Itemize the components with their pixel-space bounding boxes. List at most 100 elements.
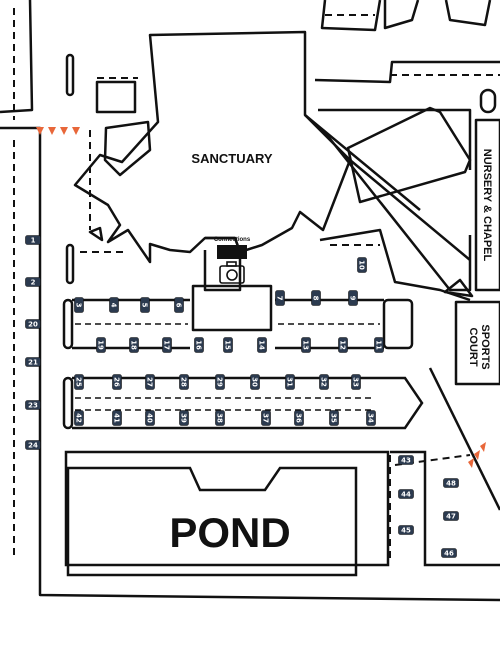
vehicle-marker-47: 47 bbox=[443, 511, 459, 521]
vehicle-marker-43: 43 bbox=[398, 455, 414, 465]
connections-label: Connections bbox=[214, 237, 251, 243]
vehicle-number: 8 bbox=[312, 296, 320, 301]
vehicle-marker-13: 13 bbox=[301, 337, 311, 353]
vehicle-body bbox=[311, 290, 321, 306]
vehicle-marker-38: 38 bbox=[215, 410, 225, 426]
vehicle-number: 34 bbox=[367, 413, 375, 423]
island-row-a-right bbox=[382, 298, 414, 350]
sports-label-line1: SPORTS bbox=[479, 324, 491, 369]
vehicle-body bbox=[223, 337, 233, 353]
vehicle-body bbox=[338, 337, 348, 353]
nursery-inner bbox=[346, 106, 472, 204]
vehicle-body bbox=[25, 357, 41, 367]
building-top-3 bbox=[444, 0, 492, 27]
vehicle-body bbox=[112, 374, 122, 390]
vehicle-number: 45 bbox=[401, 527, 411, 535]
vehicle-body bbox=[348, 290, 358, 306]
sports-court-building bbox=[454, 300, 500, 386]
vehicle-marker-11: 11 bbox=[374, 337, 384, 353]
building-top-2 bbox=[383, 0, 420, 30]
vehicle-body bbox=[285, 374, 295, 390]
vehicle-number: 15 bbox=[224, 340, 232, 350]
vehicle-marker-28: 28 bbox=[179, 374, 189, 390]
vehicle-marker-16: 16 bbox=[194, 337, 204, 353]
pond-enclosure bbox=[64, 450, 390, 567]
vehicle-body bbox=[109, 297, 119, 313]
nursery-chapel-label: NURSERY & CHAPEL bbox=[481, 149, 493, 262]
vehicle-number: 17 bbox=[163, 340, 171, 350]
vehicle-body bbox=[319, 374, 329, 390]
island-row-a-left bbox=[62, 298, 74, 350]
camera-icon bbox=[219, 261, 245, 284]
vehicle-marker-33: 33 bbox=[351, 374, 361, 390]
island-1 bbox=[65, 53, 75, 97]
vehicle-number: 30 bbox=[251, 377, 259, 387]
vehicle-marker-2: 2 bbox=[25, 277, 41, 287]
traffic-cone-icon-group-left bbox=[36, 127, 80, 135]
vehicle-body bbox=[174, 297, 184, 313]
pond-outline bbox=[66, 466, 358, 577]
vehicle-number: 24 bbox=[28, 442, 38, 450]
vehicle-marker-19: 19 bbox=[96, 337, 106, 353]
vehicle-marker-35: 35 bbox=[329, 410, 339, 426]
vehicle-body bbox=[443, 511, 459, 521]
vehicle-body bbox=[74, 297, 84, 313]
sanctuary-label: SANCTUARY bbox=[191, 151, 272, 166]
row-b-divider bbox=[75, 397, 375, 411]
vehicle-marker-37: 37 bbox=[261, 410, 271, 426]
vehicle-body bbox=[250, 374, 260, 390]
connections-plaza bbox=[191, 284, 273, 332]
vehicle-body bbox=[25, 235, 41, 245]
vehicle-body bbox=[398, 525, 414, 535]
vehicle-marker-42: 42 bbox=[74, 410, 84, 426]
vehicle-body bbox=[162, 337, 172, 353]
nursery-building bbox=[474, 118, 500, 292]
vehicle-marker-26: 26 bbox=[112, 374, 122, 390]
vehicle-body bbox=[301, 337, 311, 353]
right-lot-outline bbox=[390, 450, 500, 567]
nursery-wing-top bbox=[314, 60, 500, 84]
vehicle-body bbox=[215, 374, 225, 390]
vehicle-marker-4: 4 bbox=[109, 297, 119, 313]
vehicle-body bbox=[179, 374, 189, 390]
vehicle-number: 19 bbox=[97, 340, 105, 350]
vehicle-number: 3 bbox=[75, 303, 83, 308]
vehicle-number: 41 bbox=[113, 413, 121, 423]
nursery-diag bbox=[322, 129, 472, 292]
vehicle-number: 42 bbox=[75, 413, 83, 423]
vehicle-marker-29: 29 bbox=[215, 374, 225, 390]
building-small-1 bbox=[95, 80, 137, 114]
nursery-wing-2 bbox=[318, 108, 472, 170]
vehicle-body bbox=[179, 410, 189, 426]
vehicle-marker-8: 8 bbox=[311, 290, 321, 306]
road-edge-top-left bbox=[0, 0, 34, 114]
vehicle-marker-5: 5 bbox=[140, 297, 150, 313]
vehicle-marker-31: 31 bbox=[285, 374, 295, 390]
vehicle-body bbox=[329, 410, 339, 426]
vehicle-marker-45: 45 bbox=[398, 525, 414, 535]
vehicle-number: 48 bbox=[446, 480, 456, 488]
vehicle-number: 6 bbox=[175, 303, 183, 308]
vehicle-number: 5 bbox=[141, 303, 149, 308]
vehicle-marker-20: 20 bbox=[25, 319, 41, 329]
vehicle-marker-44: 44 bbox=[398, 489, 414, 499]
vehicle-marker-46: 46 bbox=[441, 548, 457, 558]
vehicle-body bbox=[129, 337, 139, 353]
vehicle-body bbox=[366, 410, 376, 426]
vehicle-marker-9: 9 bbox=[348, 290, 358, 306]
vehicle-number: 7 bbox=[276, 296, 284, 301]
vehicle-number: 23 bbox=[28, 402, 38, 410]
vehicle-number: 26 bbox=[113, 377, 121, 387]
vehicle-marker-15: 15 bbox=[223, 337, 233, 353]
vehicle-body bbox=[398, 455, 414, 465]
sanctuary-building bbox=[73, 30, 352, 264]
vehicle-number: 4 bbox=[110, 303, 118, 308]
vehicle-number: 25 bbox=[75, 377, 83, 387]
connections-building bbox=[203, 236, 242, 292]
vehicle-body bbox=[443, 478, 459, 488]
vehicle-body bbox=[74, 374, 84, 390]
vehicle-marker-7: 7 bbox=[275, 290, 285, 306]
dash-right-lot bbox=[389, 454, 471, 560]
vehicle-body bbox=[145, 410, 155, 426]
vehicle-body bbox=[74, 410, 84, 426]
